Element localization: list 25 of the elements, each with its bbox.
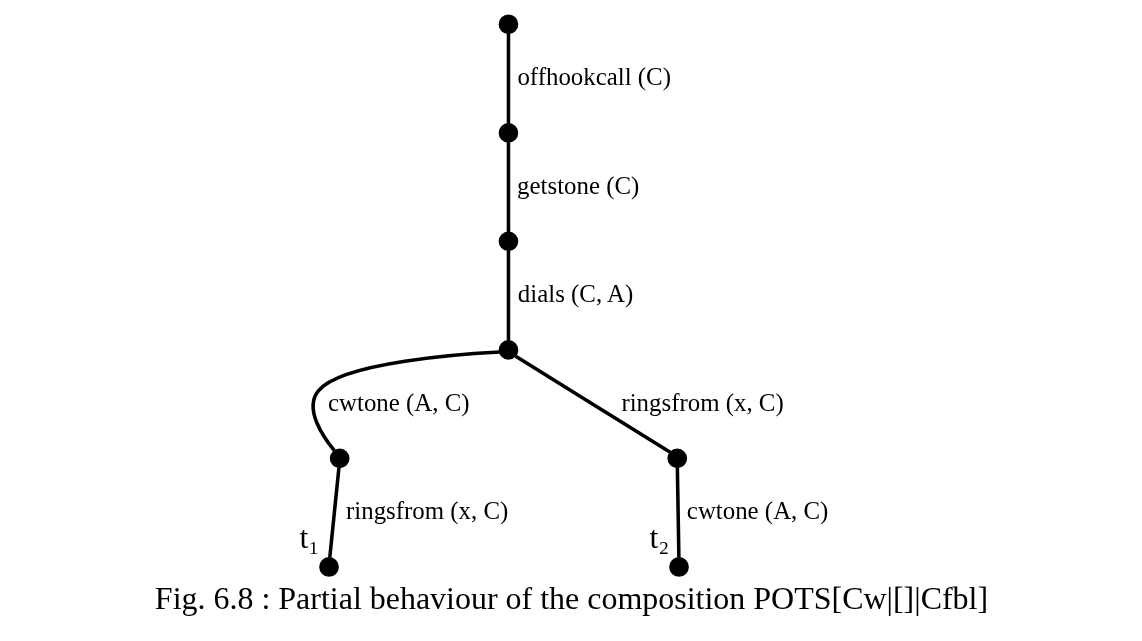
node-circle xyxy=(318,557,339,577)
node-label: t₂ xyxy=(648,520,669,556)
edge-label: offhookcall (C) xyxy=(516,63,671,91)
connector xyxy=(506,250,510,341)
node-circle xyxy=(498,123,518,143)
connector xyxy=(675,467,681,558)
node-circle xyxy=(498,340,518,360)
connector xyxy=(514,354,671,454)
edge-label: getstone (C) xyxy=(516,171,639,199)
node-circle xyxy=(498,231,518,252)
caption: Fig. 6.8 : Partial behaviour of the composition POTS[Cw|[]|Cfbl] xyxy=(154,580,988,616)
connector xyxy=(310,350,500,452)
connector xyxy=(506,33,510,124)
node-circle xyxy=(666,448,687,469)
connector xyxy=(506,142,510,233)
edge-label: dials (C, A) xyxy=(517,280,633,308)
edge-label: ringsfrom (x, C) xyxy=(345,497,508,525)
node-label: t₁ xyxy=(298,520,319,556)
node-circle xyxy=(668,557,689,577)
node-circle xyxy=(329,448,350,469)
edge-label: ringsfrom (x, C) xyxy=(620,388,784,416)
edge-label: cwtone (A, C) xyxy=(686,497,828,525)
node-circle xyxy=(498,14,518,35)
connector xyxy=(327,467,341,558)
edge-label: cwtone (A, C) xyxy=(327,388,470,416)
